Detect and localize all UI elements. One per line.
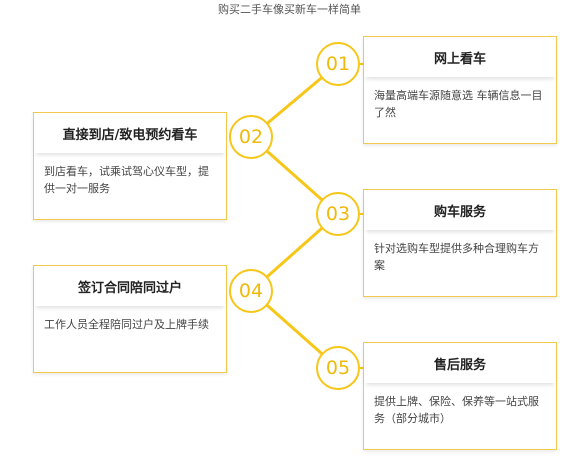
step-description: 提供上牌、保险、保养等一站式服务（部分城市）: [374, 395, 539, 425]
step-heading: 签订合同陪同过户: [34, 266, 226, 306]
step-heading: 网上看车: [364, 37, 556, 77]
step-03-circle: 03: [316, 192, 360, 236]
step-number: 05: [325, 357, 351, 379]
step-number: 03: [325, 203, 351, 225]
step-description: 海量高端车源随意选 车辆信息一目了然: [374, 89, 543, 119]
step-heading: 直接到店/致电预约看车: [34, 113, 226, 153]
step-description: 到店看车，试乘试驾心仪车型，提供一对一服务: [44, 165, 209, 195]
step-heading: 购车服务: [364, 190, 556, 230]
step-number: 04: [238, 280, 264, 302]
diagram-title: 购买二手车像买新车一样简单: [218, 3, 361, 16]
step-05-card: 售后服务 提供上牌、保险、保养等一站式服务（部分城市）: [363, 342, 557, 450]
step-number: 01: [325, 53, 351, 75]
step-description: 针对选购车型提供多种合理购车方案: [374, 242, 539, 272]
step-description: 工作人员全程陪同过户及上牌手续: [44, 318, 209, 331]
step-03-card: 购车服务 针对选购车型提供多种合理购车方案: [363, 189, 557, 297]
step-02-circle: 02: [229, 115, 273, 159]
step-04-card: 签订合同陪同过户 工作人员全程陪同过户及上牌手续: [33, 265, 227, 373]
step-02-card: 直接到店/致电预约看车 到店看车，试乘试驾心仪车型，提供一对一服务: [33, 112, 227, 220]
step-heading: 售后服务: [364, 343, 556, 383]
step-number: 02: [238, 126, 264, 148]
step-01-card: 网上看车 海量高端车源随意选 车辆信息一目了然: [363, 36, 557, 144]
step-05-circle: 05: [316, 346, 360, 390]
step-01-circle: 01: [316, 42, 360, 86]
step-04-circle: 04: [229, 269, 273, 313]
